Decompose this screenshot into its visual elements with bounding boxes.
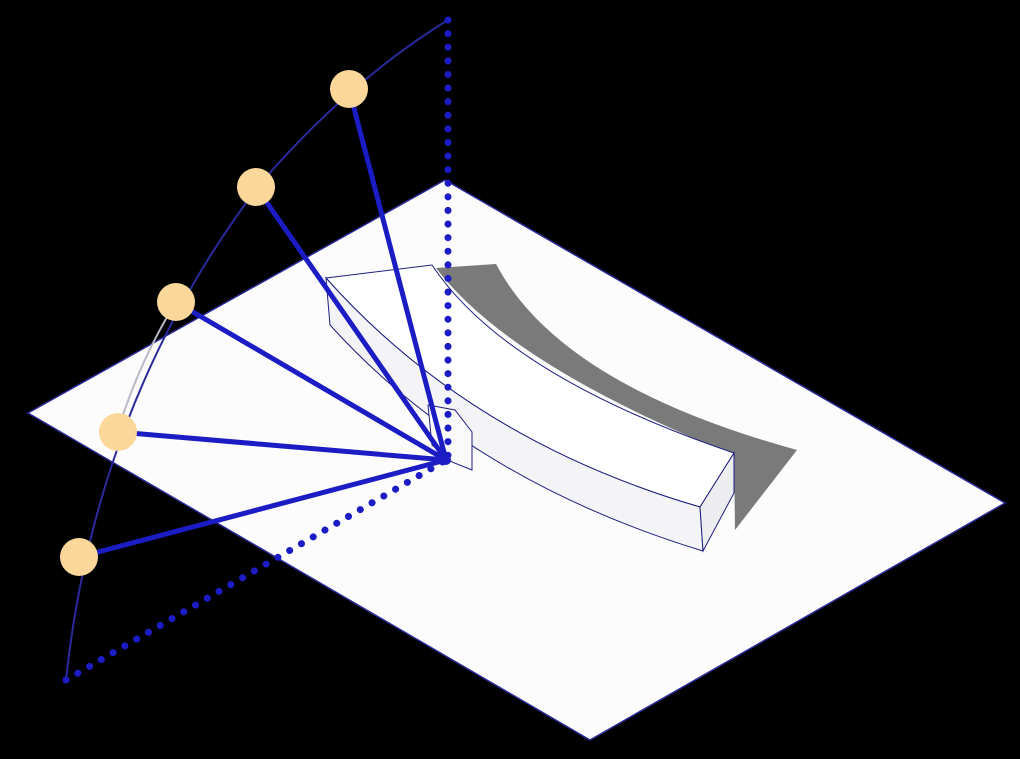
curved-wall-block <box>324 264 735 553</box>
sun-ray-1 <box>76 457 449 560</box>
sun-ray-4 <box>253 184 449 463</box>
sun-circle-icon <box>99 413 137 451</box>
sun-ray-3 <box>173 299 449 463</box>
sun-circle-icon <box>157 283 195 321</box>
wall-shadow <box>436 264 797 530</box>
sun-circle-icon <box>237 168 275 206</box>
horizon-dotted-line <box>62 456 450 684</box>
sun-path-arc <box>65 19 449 681</box>
sun-rays <box>76 86 449 560</box>
sun-ray-2 <box>115 429 449 463</box>
sun-positions <box>60 70 368 576</box>
sun-ray-5 <box>346 86 449 463</box>
wall-notch <box>427 404 473 471</box>
sun-circle-icon <box>330 70 368 108</box>
wall-end-face <box>699 451 735 553</box>
sun-circle-icon <box>60 538 98 576</box>
observer-point <box>441 455 451 465</box>
